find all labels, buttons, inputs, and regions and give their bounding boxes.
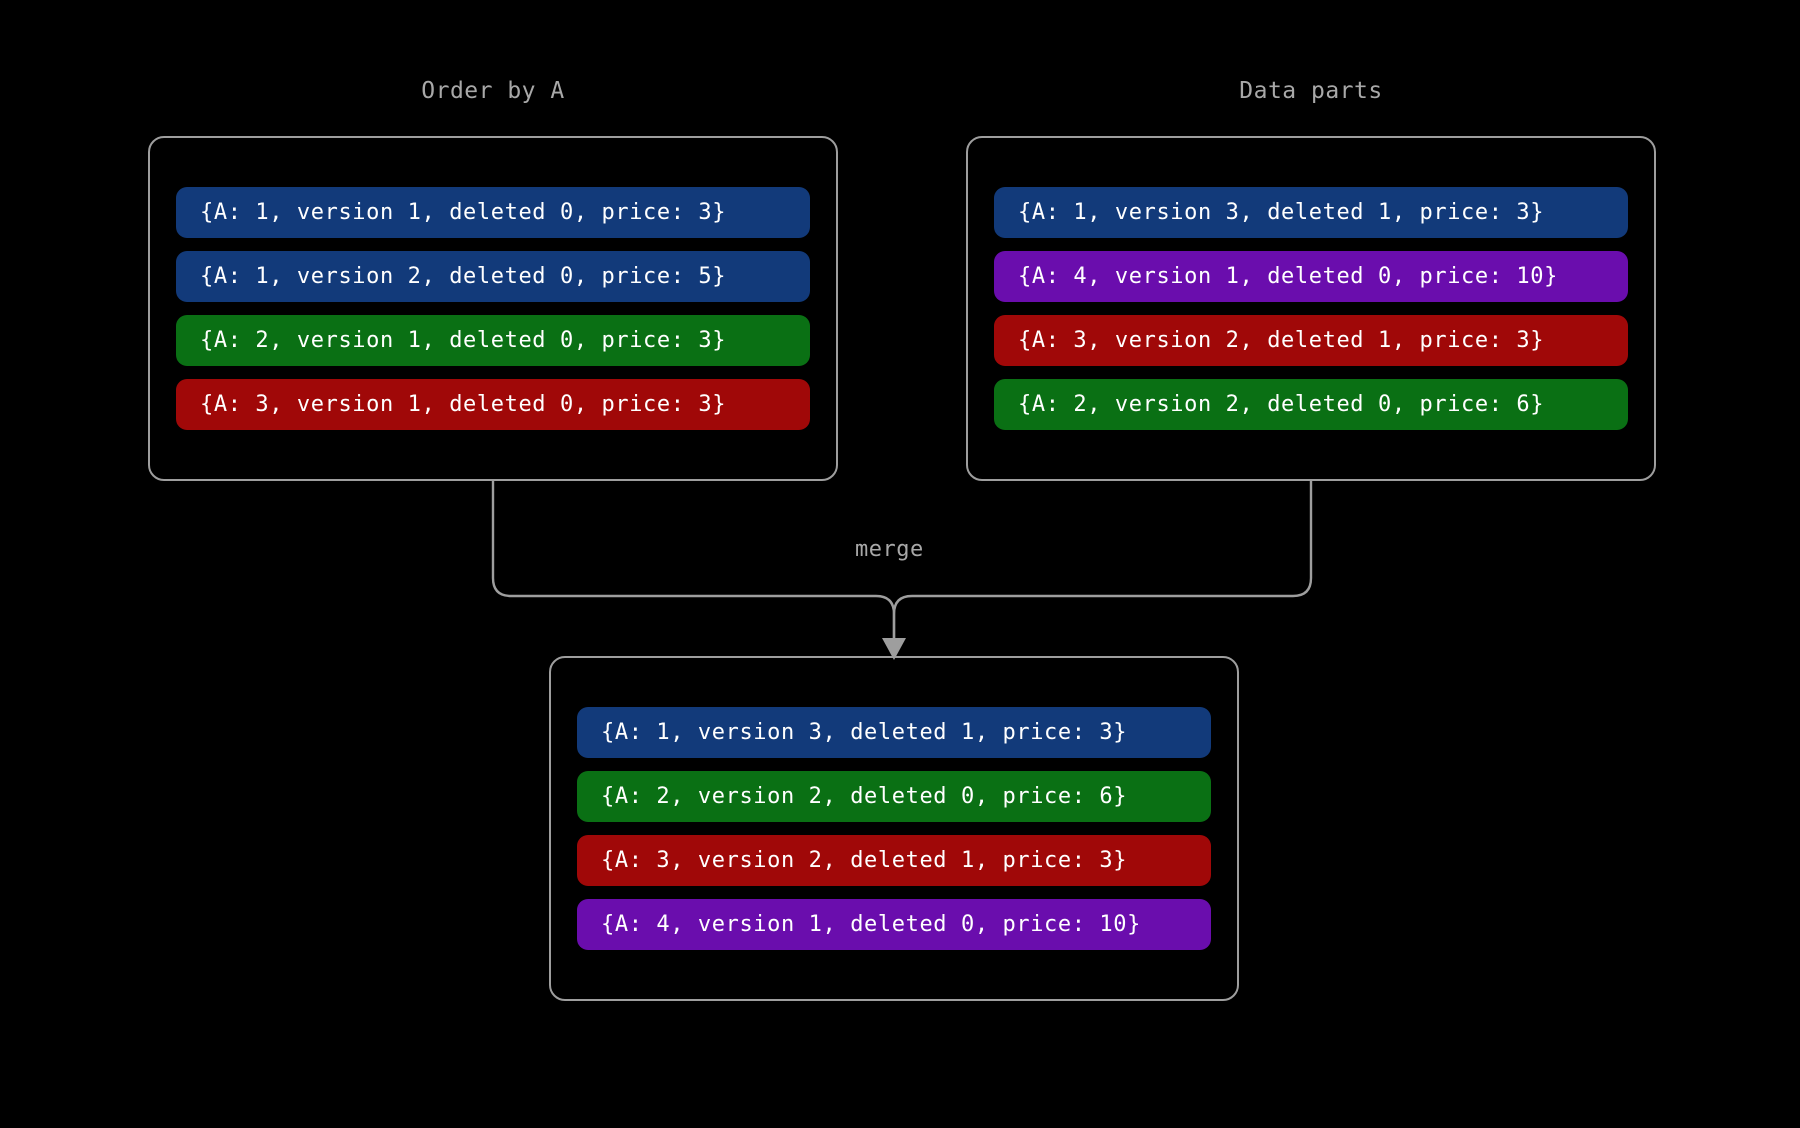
row-list-data-parts: {A: 1, version 3, deleted 1, price: 3} {… — [968, 187, 1654, 430]
row-list-merged: {A: 1, version 3, deleted 1, price: 3} {… — [551, 707, 1237, 950]
data-row-text: {A: 1, version 1, deleted 0, price: 3} — [200, 200, 727, 225]
data-row[interactable]: {A: 3, version 2, deleted 1, price: 3} — [577, 835, 1211, 886]
panel-data-parts: {A: 1, version 3, deleted 1, price: 3} {… — [966, 136, 1656, 481]
data-row-text: {A: 3, version 2, deleted 1, price: 3} — [601, 848, 1128, 873]
row-list-order-by-a: {A: 1, version 1, deleted 0, price: 3} {… — [150, 187, 836, 430]
data-row[interactable]: {A: 2, version 2, deleted 0, price: 6} — [994, 379, 1628, 430]
data-row-text: {A: 4, version 1, deleted 0, price: 10} — [1018, 264, 1558, 289]
data-row[interactable]: {A: 1, version 1, deleted 0, price: 3} — [176, 187, 810, 238]
data-row[interactable]: {A: 1, version 3, deleted 1, price: 3} — [994, 187, 1628, 238]
data-row[interactable]: {A: 1, version 2, deleted 0, price: 5} — [176, 251, 810, 302]
panel-title-data-parts: Data parts — [1239, 78, 1383, 104]
data-row[interactable]: {A: 4, version 1, deleted 0, price: 10} — [577, 899, 1211, 950]
data-row-text: {A: 4, version 1, deleted 0, price: 10} — [601, 912, 1141, 937]
data-row[interactable]: {A: 3, version 1, deleted 0, price: 3} — [176, 379, 810, 430]
data-row-text: {A: 2, version 2, deleted 0, price: 6} — [1018, 392, 1545, 417]
data-row[interactable]: {A: 3, version 2, deleted 1, price: 3} — [994, 315, 1628, 366]
data-row-text: {A: 3, version 1, deleted 0, price: 3} — [200, 392, 727, 417]
data-row-text: {A: 3, version 2, deleted 1, price: 3} — [1018, 328, 1545, 353]
data-row-text: {A: 2, version 1, deleted 0, price: 3} — [200, 328, 727, 353]
data-row[interactable]: {A: 4, version 1, deleted 0, price: 10} — [994, 251, 1628, 302]
panel-order-by-a: {A: 1, version 1, deleted 0, price: 3} {… — [148, 136, 838, 481]
data-row-text: {A: 1, version 2, deleted 0, price: 5} — [200, 264, 727, 289]
data-row[interactable]: {A: 2, version 2, deleted 0, price: 6} — [577, 771, 1211, 822]
data-row-text: {A: 1, version 3, deleted 1, price: 3} — [601, 720, 1128, 745]
panel-title-order-by-a: Order by A — [421, 78, 565, 104]
data-row-text: {A: 1, version 3, deleted 1, price: 3} — [1018, 200, 1545, 225]
data-row-text: {A: 2, version 2, deleted 0, price: 6} — [601, 784, 1128, 809]
panel-merged-result: {A: 1, version 3, deleted 1, price: 3} {… — [549, 656, 1239, 1001]
merge-label: merge — [855, 537, 924, 562]
data-row[interactable]: {A: 2, version 1, deleted 0, price: 3} — [176, 315, 810, 366]
data-row[interactable]: {A: 1, version 3, deleted 1, price: 3} — [577, 707, 1211, 758]
